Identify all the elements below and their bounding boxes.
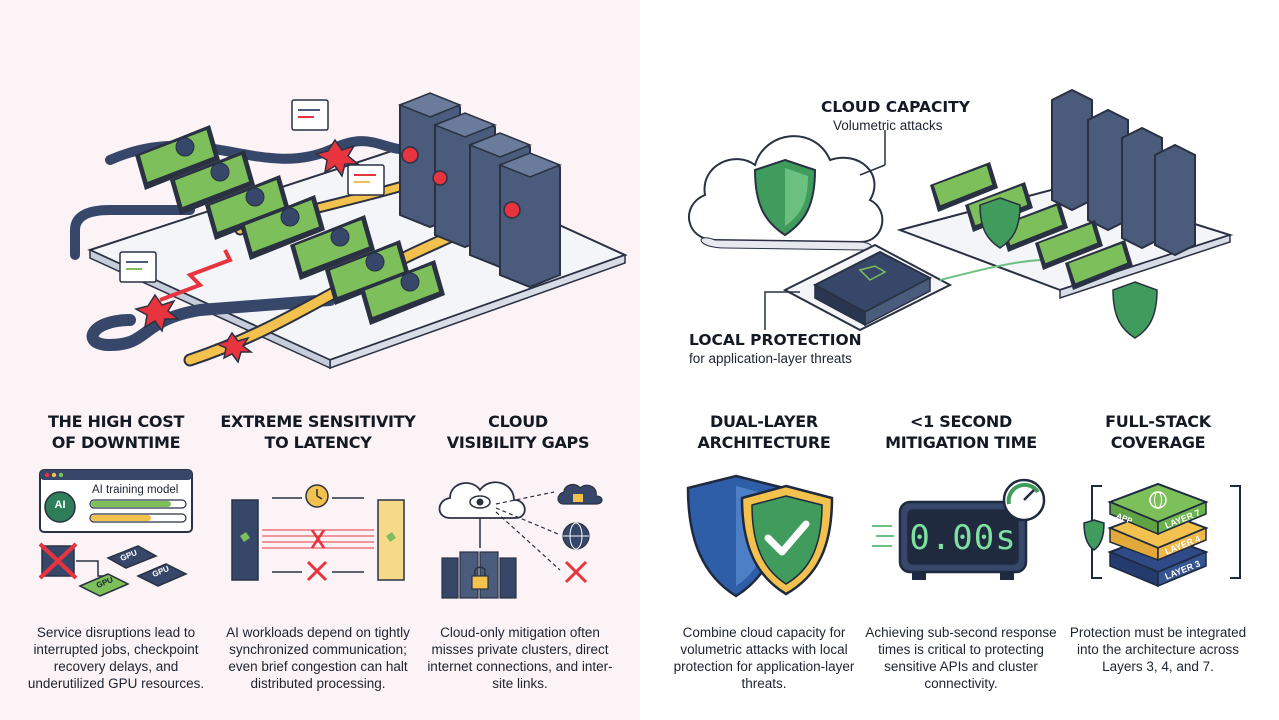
desc-dual-layer-architecture: Combine cloud capacity for volumetric at… [673,625,855,691]
cable-navy-left [70,205,195,260]
cloud-capacity-title: CLOUD CAPACITY [821,98,970,116]
desc-cloud-visibility-gaps: Cloud-only mitigation often misses priva… [427,625,613,691]
flow-window-3 [119,251,157,283]
mitigation-timer-icon: 0.00s [872,478,1052,588]
desc-latency-sensitivity: AI workloads depend on tightly synchroni… [226,625,410,691]
latency-icon [228,480,410,600]
downtime-icon: AI AI training model GPU GPU GPU [38,468,198,608]
timer-readout: 0.00s [909,518,1017,558]
gpu-card-group-left [135,125,325,260]
right-panel-solutions [640,0,1279,720]
cloud-capacity-subtitle: Volumetric attacks [833,118,943,133]
lightning-bolt [159,249,233,302]
full-stack-layers-icon: LAYER 7 APP LAYER 4 LAYER 3 [1080,468,1250,603]
ai-training-model-label: AI training model [92,484,179,496]
desc-full-stack-coverage: Protection must be integrated into the a… [1069,625,1247,674]
flow-window-1 [291,99,329,131]
server-racks [397,92,563,289]
threat-bursts [133,138,521,364]
flow-window-2 [347,164,385,196]
gpu-card-group-right [290,215,445,325]
local-protection-subtitle: for application-layer threats [689,351,852,366]
desc-high-cost-downtime: Service disruptions lead to interrupted … [27,625,205,691]
local-protection-title: LOCAL PROTECTION [689,331,862,349]
cloud-visibility-icon [436,474,616,604]
left-hero-datacenter-illustration [70,92,628,370]
ai-badge: AI [54,499,66,511]
desc-mitigation-time: Achieving sub-second response times is c… [865,625,1057,691]
dual-shield-icon [686,472,846,602]
